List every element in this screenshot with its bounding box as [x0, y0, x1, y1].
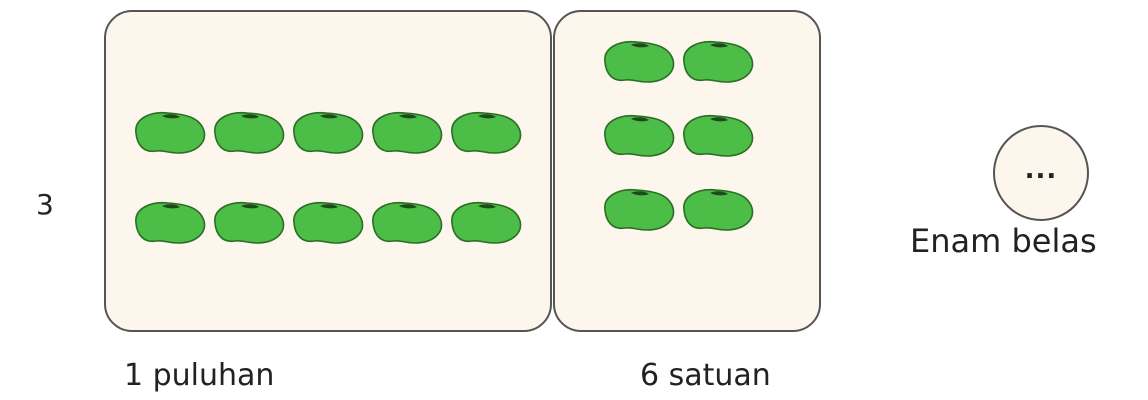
problem-number: 3: [36, 188, 54, 221]
tens-label: 1 puluhan: [124, 358, 274, 393]
answer-circle[interactable]: ...: [993, 125, 1089, 221]
number-word: Enam belas: [910, 222, 1097, 260]
tens-bean: [130, 197, 208, 247]
tens-bean: [446, 197, 524, 247]
tens-bean: [288, 107, 366, 157]
ones-label: 6 satuan: [640, 358, 771, 393]
tens-bean: [130, 107, 208, 157]
tens-bean: [446, 107, 524, 157]
ones-bean: [678, 36, 756, 86]
tens-bean: [288, 197, 366, 247]
ones-bean: [599, 36, 677, 86]
answer-blank: ...: [995, 155, 1087, 185]
tens-bean: [209, 107, 287, 157]
tens-box: [104, 10, 552, 332]
ones-bean: [599, 110, 677, 160]
ones-bean: [599, 184, 677, 234]
tens-bean: [209, 197, 287, 247]
ones-bean: [678, 110, 756, 160]
tens-bean: [367, 197, 445, 247]
tens-bean: [367, 107, 445, 157]
ones-bean: [678, 184, 756, 234]
